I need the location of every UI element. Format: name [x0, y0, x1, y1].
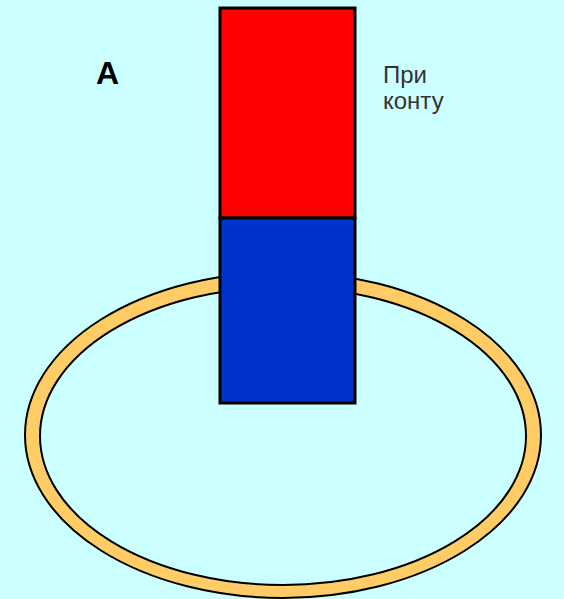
caption-text: конту	[383, 88, 444, 114]
caption-text: При	[383, 62, 427, 88]
magnet-south-pole	[220, 218, 355, 403]
panel-letter: А	[96, 56, 119, 91]
magnet-north-pole	[220, 8, 355, 218]
